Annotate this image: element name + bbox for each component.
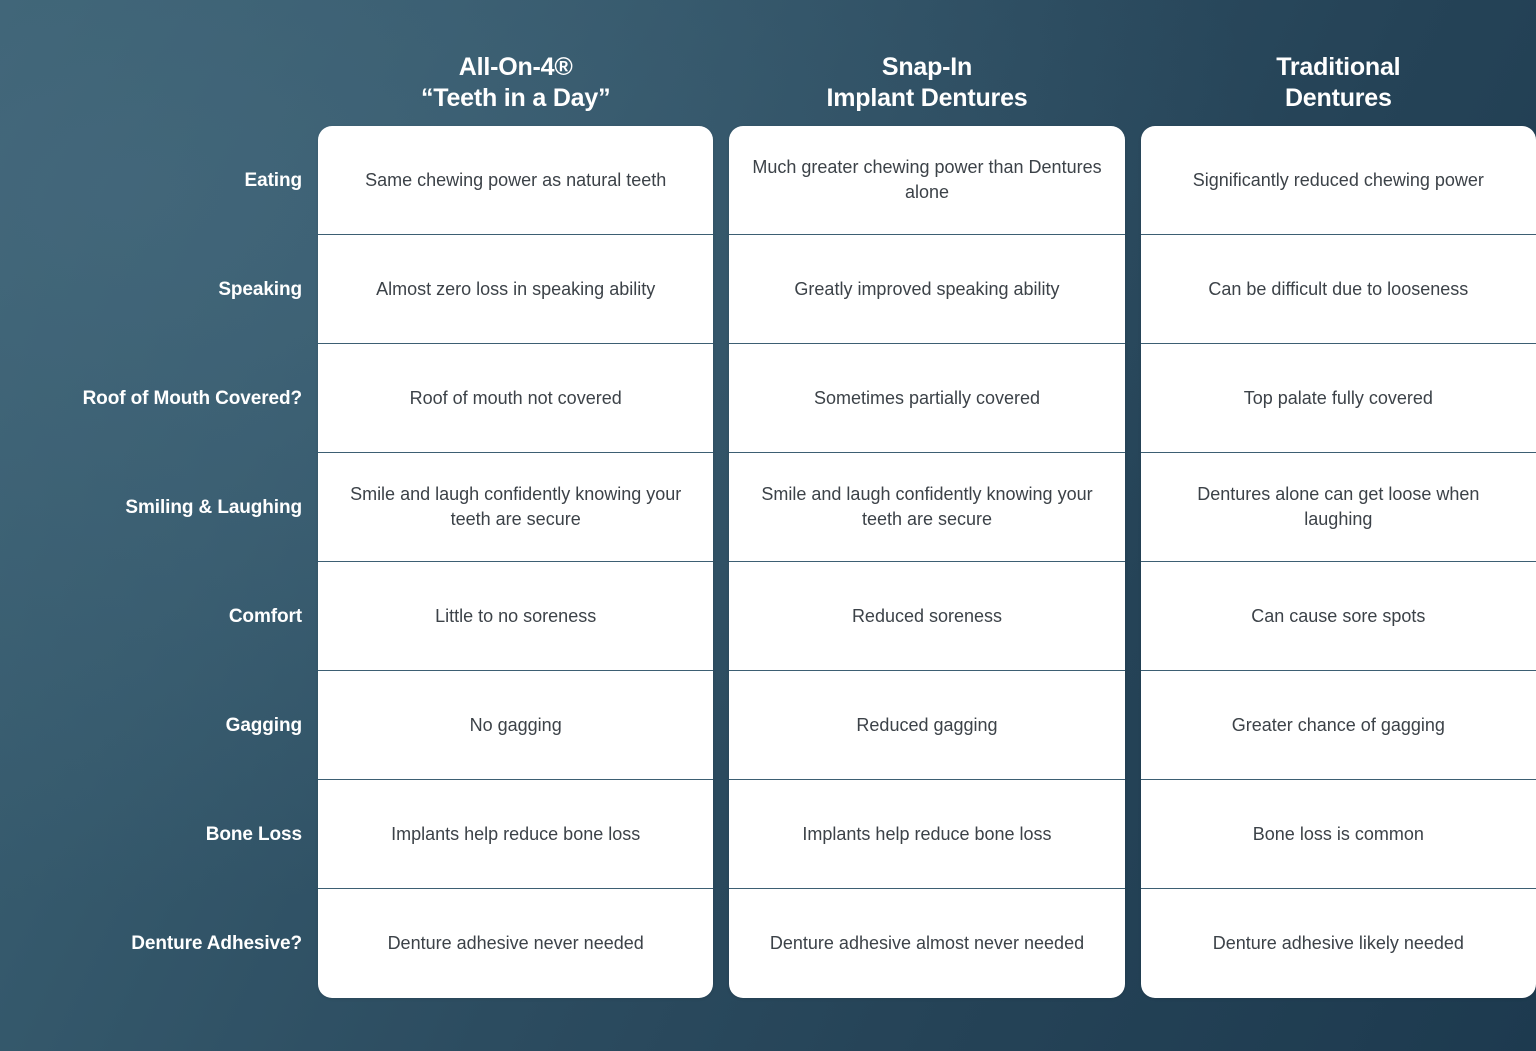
column-card-traditional: Significantly reduced chewing power Can … — [1140, 126, 1536, 998]
cell-traditional-gagging: Greater chance of gagging — [1140, 671, 1536, 780]
column-header-row: All-On-4® “Teeth in a Day” Snap-In Impla… — [0, 0, 1536, 126]
cell-all-on-4-gagging: No gagging — [318, 671, 714, 780]
column-card-all-on-4: Same chewing power as natural teeth Almo… — [318, 126, 714, 998]
cell-all-on-4-roof-of-mouth: Roof of mouth not covered — [318, 344, 714, 453]
cell-all-on-4-bone-loss: Implants help reduce bone loss — [318, 780, 714, 889]
comparison-grid: Eating Speaking Roof of Mouth Covered? S… — [0, 126, 1536, 998]
column-header-all-on-4: All-On-4® “Teeth in a Day” — [420, 53, 611, 112]
cell-all-on-4-smiling-laughing: Smile and laugh confidently knowing your… — [318, 453, 714, 562]
row-label-bone-loss: Bone Loss — [205, 823, 302, 845]
cell-snap-in-denture-adhesive: Denture adhesive almost never needed — [769, 933, 1085, 953]
cell-traditional-comfort: Can cause sore spots — [1140, 562, 1536, 671]
cell-snap-in-gagging: Reduced gagging — [729, 671, 1125, 780]
row-label-eating: Eating — [244, 169, 303, 191]
column-header-snap-in: Snap-In Implant Dentures — [826, 53, 1028, 112]
cell-all-on-4-speaking: Almost zero loss in speaking ability — [318, 235, 714, 344]
row-label-column: Eating Speaking Roof of Mouth Covered? S… — [0, 126, 318, 998]
column-header-traditional: Traditional Dentures — [1276, 53, 1401, 112]
row-label-smiling-and-laughing: Smiling & Laughing — [125, 496, 302, 518]
cell-traditional-bone-loss: Bone loss is common — [1140, 780, 1536, 889]
cell-traditional-denture-adhesive: Denture adhesive likely needed — [1212, 933, 1464, 953]
cell-snap-in-bone-loss: Implants help reduce bone loss — [729, 780, 1125, 889]
row-label-gagging: Gagging — [225, 714, 302, 736]
row-label-denture-adhesive: Denture Adhesive? — [131, 932, 302, 954]
cell-traditional-smiling-laughing: Dentures alone can get loose when laughi… — [1140, 453, 1536, 562]
row-label-speaking: Speaking — [218, 278, 302, 300]
cell-traditional-roof-of-mouth: Top palate fully covered — [1140, 344, 1536, 453]
row-label-comfort: Comfort — [228, 605, 302, 627]
cell-all-on-4-denture-adhesive: Denture adhesive never needed — [387, 933, 644, 953]
cell-all-on-4-eating: Same chewing power as natural teeth — [318, 126, 714, 235]
cell-snap-in-eating: Much greater chewing power than Dentures… — [729, 126, 1125, 235]
header-spacer — [0, 0, 318, 126]
cell-traditional-eating: Significantly reduced chewing power — [1140, 126, 1536, 235]
cell-snap-in-smiling-laughing: Smile and laugh confidently knowing your… — [729, 453, 1125, 562]
cell-snap-in-speaking: Greatly improved speaking ability — [729, 235, 1125, 344]
cell-traditional-speaking: Can be difficult due to looseness — [1140, 235, 1536, 344]
column-card-snap-in: Much greater chewing power than Dentures… — [729, 126, 1125, 998]
cell-all-on-4-comfort: Little to no soreness — [318, 562, 714, 671]
cell-snap-in-comfort: Reduced soreness — [729, 562, 1125, 671]
row-label-roof-of-mouth-covered: Roof of Mouth Covered? — [82, 387, 303, 409]
cell-snap-in-roof-of-mouth: Sometimes partially covered — [729, 344, 1125, 453]
